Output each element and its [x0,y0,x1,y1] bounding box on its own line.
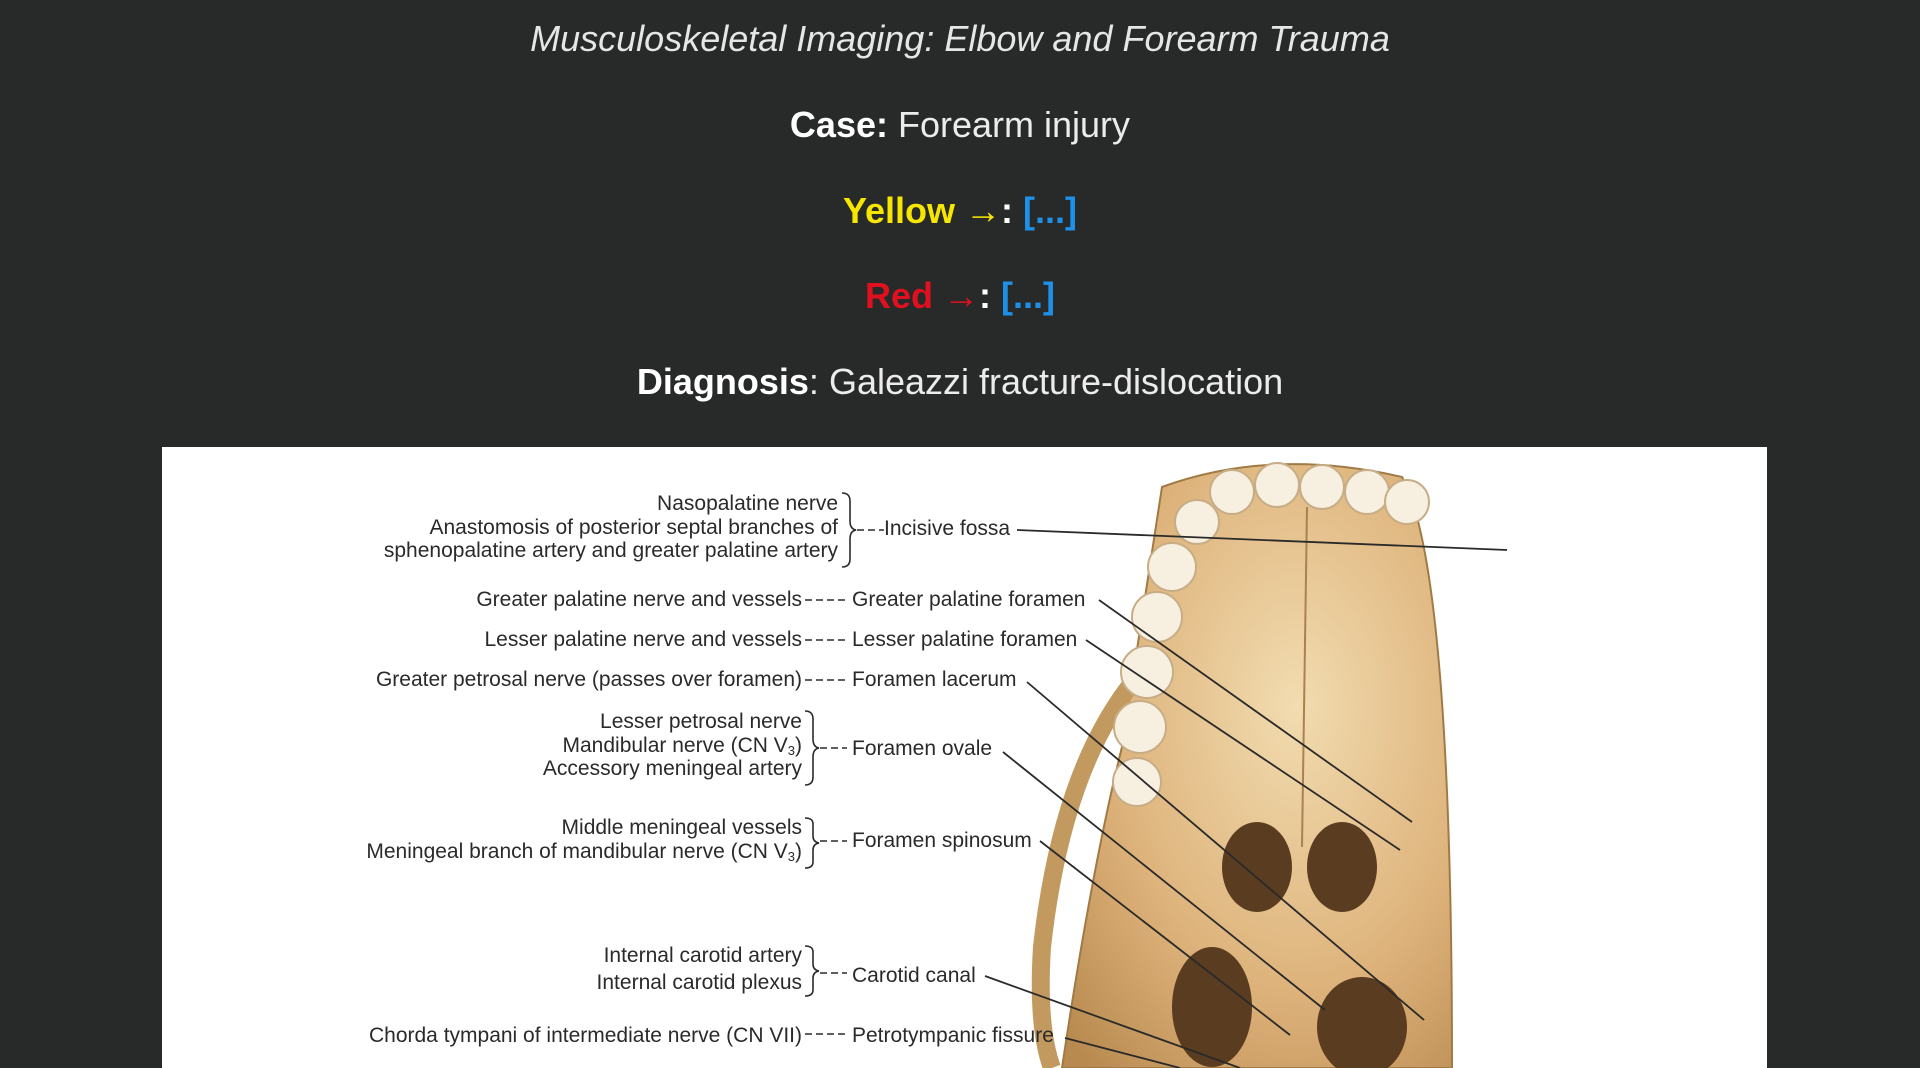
subscript: 3 [787,743,795,758]
diagnosis-label: Diagnosis [636,361,809,402]
left-label: Accessory meningeal artery [542,757,802,780]
right-label: Petrotympanic fissure [852,1024,1054,1047]
label-text: Meningeal branch of mandibular nerve (CN… [366,840,788,863]
left-label: Mandibular nerve (CN V3) [563,734,803,758]
diagnosis-line: Diagnosis: Galeazzi fracture-dislocation [0,360,1920,404]
yellow-line: Yellow →: [...] [0,189,1920,233]
right-label: Incisive fossa [884,517,1011,540]
right-label: Foramen spinosum [852,829,1032,852]
red-line: Red →: [...] [0,274,1920,318]
right-label: Lesser palatine foramen [852,628,1078,651]
zygomatic-arch [1031,671,1144,1068]
left-label: Nasopalatine nerve [657,492,838,515]
left-label: Greater petrosal nerve (passes over fora… [375,668,802,691]
case-line: Case: Forearm injury [0,103,1920,147]
left-label: Chorda tympani of intermediate nerve (CN… [368,1024,802,1047]
left-label: Middle meningeal vessels [561,816,802,839]
skull-illustration [804,462,1508,1068]
left-label: Lesser petrosal nerve [600,710,802,733]
case-label: Case: [789,104,888,145]
leader-lines [984,529,1508,1068]
left-label: Lesser palatine nerve and vessels [484,628,802,651]
left-label: sphenopalatine artery and greater palati… [383,539,838,562]
left-label: Internal carotid plexus [596,971,802,994]
right-label: Greater palatine foramen [852,588,1086,611]
left-label: Greater palatine nerve and vessels [476,588,802,611]
left-label: Internal carotid artery [603,944,802,967]
red-arrow-label: Red → [864,275,979,316]
left-label: Anastomosis of posterior septal branches… [429,516,838,539]
colon: : [808,361,819,402]
dashed-connectors [805,529,884,1035]
choanae [1172,822,1407,1068]
brackets [804,492,857,997]
subscript: 3 [787,849,795,864]
label-text: Mandibular nerve (CN V [562,734,788,757]
colon: : [979,275,991,316]
teeth [1112,462,1430,807]
right-label: Foramen ovale [852,737,993,760]
diagnosis-value: Galeazzi fracture-dislocation [828,361,1284,402]
paren: ) [795,734,802,757]
left-label: Meningeal branch of mandibular nerve (CN… [366,840,802,864]
right-label: Carotid canal [852,964,976,987]
red-value: [...] [1001,275,1055,316]
slide-title: Musculoskeletal Imaging: Elbow and Forea… [530,18,1390,59]
anatomy-figure: Nasopalatine nerve Anastomosis of poster… [162,447,1767,1068]
yellow-value: [...] [1023,190,1078,231]
paren: ) [795,840,802,863]
yellow-arrow-label: Yellow → [842,190,1002,231]
colon: : [1001,190,1014,231]
right-label: Foramen lacerum [852,668,1017,691]
case-value: Forearm injury [898,104,1131,145]
